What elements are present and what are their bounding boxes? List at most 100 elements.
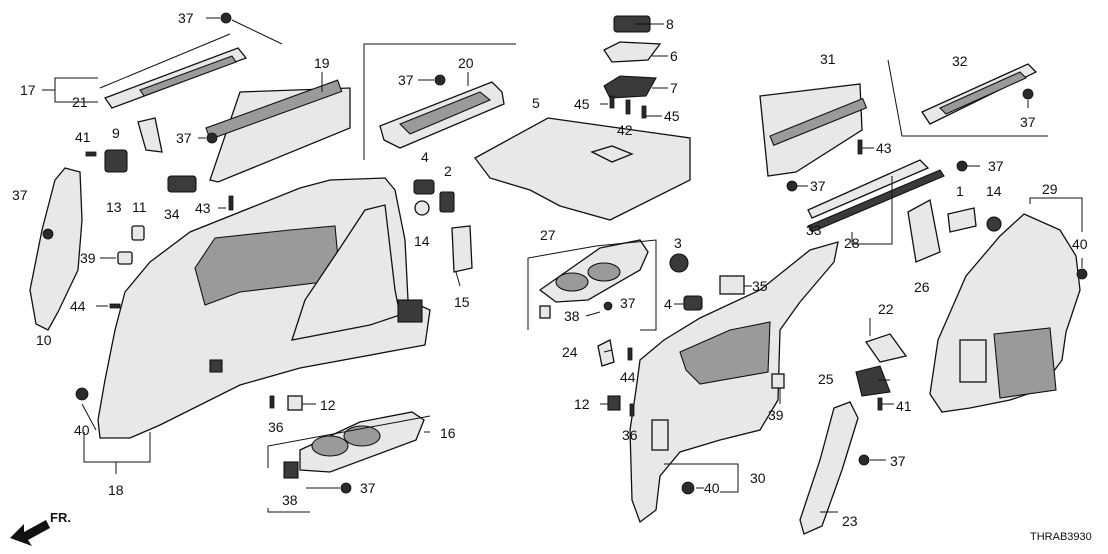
callout-43: 43 bbox=[876, 140, 892, 156]
drawing-code: THRAB3930 bbox=[1030, 531, 1092, 543]
callout-14: 14 bbox=[414, 233, 430, 249]
callout-44: 44 bbox=[620, 369, 636, 385]
callout-17: 17 bbox=[20, 82, 36, 98]
callout-26: 26 bbox=[914, 279, 930, 295]
callout-37: 37 bbox=[360, 480, 376, 496]
part-40-fastener-right bbox=[1076, 268, 1088, 280]
callout-31: 31 bbox=[820, 51, 836, 67]
part-32-rail-right bbox=[887, 59, 1048, 137]
callout-28: 28 bbox=[844, 235, 860, 251]
group-box-17 bbox=[42, 77, 98, 103]
callout-labels: 37 17 21 19 41 9 37 13 34 43 37 11 39 44… bbox=[12, 10, 1092, 543]
callout-36: 36 bbox=[268, 419, 284, 435]
part-35-switch bbox=[719, 275, 745, 295]
callout-9: 9 bbox=[112, 125, 120, 141]
callout-4: 4 bbox=[664, 296, 672, 312]
part-18-side-lining-left bbox=[97, 177, 431, 439]
part-11-clip bbox=[131, 225, 145, 241]
callout-45: 45 bbox=[664, 108, 680, 124]
callout-22: 22 bbox=[878, 301, 894, 317]
callout-42: 42 bbox=[617, 122, 633, 138]
part-23-pillar-right bbox=[799, 401, 859, 535]
part-22-cover bbox=[864, 333, 908, 363]
callout-leaders bbox=[81, 17, 1083, 513]
callout-12: 12 bbox=[574, 396, 590, 412]
callout-37: 37 bbox=[178, 10, 194, 26]
callout-37: 37 bbox=[620, 295, 636, 311]
callout-38: 38 bbox=[564, 308, 580, 324]
callout-15: 15 bbox=[454, 294, 470, 310]
callout-23: 23 bbox=[842, 513, 858, 529]
group-box-18 bbox=[83, 432, 151, 474]
callout-4: 4 bbox=[421, 149, 429, 165]
callout-37: 37 bbox=[12, 187, 28, 203]
callout-33: 33 bbox=[806, 222, 822, 238]
callout-12: 12 bbox=[320, 397, 336, 413]
part-19-tonneau-cover bbox=[205, 72, 351, 183]
callout-6: 6 bbox=[670, 48, 678, 64]
part-24-bracket bbox=[597, 339, 615, 367]
callout-5: 5 bbox=[532, 95, 540, 111]
part-3-hook bbox=[669, 253, 689, 273]
part-20-bracket bbox=[379, 81, 505, 149]
callout-37: 37 bbox=[988, 158, 1004, 174]
callout-13: 13 bbox=[106, 199, 122, 215]
callout-7: 7 bbox=[670, 80, 678, 96]
part-25-hook bbox=[855, 365, 891, 397]
callout-14: 14 bbox=[986, 183, 1002, 199]
part-6-frame bbox=[603, 41, 662, 63]
group-box-30 bbox=[664, 463, 739, 493]
callout-38: 38 bbox=[282, 492, 298, 508]
part-39-clip-right bbox=[771, 373, 785, 389]
callout-44: 44 bbox=[70, 298, 86, 314]
callout-30: 30 bbox=[750, 470, 766, 486]
callout-16: 16 bbox=[440, 425, 456, 441]
part-7-tray bbox=[603, 75, 657, 99]
callout-35: 35 bbox=[752, 278, 768, 294]
callout-43: 43 bbox=[195, 200, 211, 216]
callout-36: 36 bbox=[622, 427, 638, 443]
callout-24: 24 bbox=[562, 344, 578, 360]
part-39-clip-left bbox=[117, 251, 133, 265]
part-27-cup-holder bbox=[527, 239, 657, 331]
part-9-bracket bbox=[137, 117, 163, 153]
part-4-hook-left bbox=[413, 179, 435, 195]
part-12-clip-left bbox=[287, 395, 303, 411]
callout-37: 37 bbox=[890, 453, 906, 469]
callout-20: 20 bbox=[458, 55, 474, 71]
callout-40: 40 bbox=[704, 480, 720, 496]
part-12-clip-right bbox=[607, 395, 621, 411]
part-10-pillar-trim bbox=[29, 167, 83, 331]
callout-45: 45 bbox=[574, 96, 590, 112]
part-14-grommet-right bbox=[986, 216, 1002, 232]
callout-41: 41 bbox=[75, 129, 91, 145]
callout-18: 18 bbox=[108, 482, 124, 498]
callout-19: 19 bbox=[314, 55, 330, 71]
callout-37: 37 bbox=[810, 178, 826, 194]
part-13-hook bbox=[104, 149, 128, 173]
part-2-cap bbox=[439, 191, 455, 213]
part-33-rail bbox=[807, 159, 945, 245]
part-26-panel bbox=[907, 199, 941, 263]
callout-21: 21 bbox=[72, 94, 88, 110]
callout-37: 37 bbox=[176, 130, 192, 146]
callout-39: 39 bbox=[80, 250, 96, 266]
part-30-side-lining-right bbox=[629, 241, 839, 524]
callout-37: 37 bbox=[1020, 114, 1036, 130]
callout-25: 25 bbox=[818, 371, 834, 387]
callout-37: 37 bbox=[398, 72, 414, 88]
part-4-hook-right bbox=[683, 295, 703, 311]
group-box-16 bbox=[267, 415, 431, 513]
front-direction-arrow-icon: FR. bbox=[10, 510, 71, 546]
part-21-tonneau-rail bbox=[99, 33, 248, 109]
callout-27: 27 bbox=[540, 227, 556, 243]
callout-34: 34 bbox=[164, 206, 180, 222]
part-34-switch bbox=[167, 175, 197, 193]
callout-40: 40 bbox=[74, 422, 90, 438]
callout-39: 39 bbox=[768, 407, 784, 423]
fasteners bbox=[42, 12, 1034, 495]
part-5-floor-board bbox=[474, 117, 691, 221]
callout-3: 3 bbox=[674, 235, 682, 251]
direction-label: FR. bbox=[50, 510, 71, 525]
part-14-grommet-left bbox=[414, 200, 430, 216]
